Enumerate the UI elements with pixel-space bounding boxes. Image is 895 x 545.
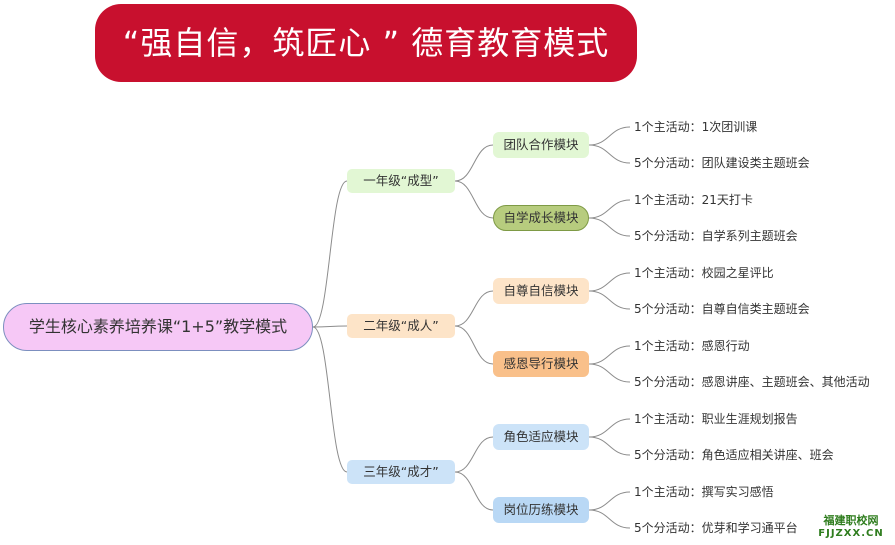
module-role-adaptation[interactable]: 角色适应模块: [493, 424, 589, 450]
leaf-main-activity[interactable]: 1个主活动：1次团训课: [634, 120, 758, 134]
leaf-sub-activities[interactable]: 5个分活动：感恩讲座、主题班会、其他活动: [634, 375, 870, 389]
module-to-leaf-link: [588, 272, 631, 292]
grade-to-module-link: [454, 180, 494, 219]
module-self-study-growth[interactable]: 自学成长模块: [493, 205, 589, 231]
leaf-main-activity[interactable]: 1个主活动：撰写实习感悟: [634, 485, 774, 499]
leaf-main-activity[interactable]: 1个主活动：职业生涯规划报告: [634, 412, 798, 426]
module-to-leaf-link: [588, 509, 631, 529]
leaf-sub-activities[interactable]: 5个分活动：自学系列主题班会: [634, 229, 798, 243]
leaf-main-activity[interactable]: 1个主活动：校园之星评比: [634, 266, 774, 280]
grade-to-module-link: [454, 436, 494, 473]
site-watermark: 福建职校网 FJJZXX.CN: [810, 514, 892, 540]
grade-to-module-link: [454, 325, 494, 365]
module-gratitude[interactable]: 感恩导行模块: [493, 351, 589, 377]
grade-to-module-link: [454, 290, 494, 327]
root-to-grade-link: [312, 326, 348, 473]
module-to-leaf-link: [588, 290, 631, 310]
module-to-leaf-link: [588, 144, 631, 164]
grade-1-topic[interactable]: 一年级“成型”: [347, 169, 455, 193]
leaf-main-activity[interactable]: 1个主活动：21天打卡: [634, 193, 753, 207]
module-to-leaf-link: [588, 345, 631, 365]
grade-2-topic[interactable]: 二年级“成人”: [347, 314, 455, 338]
module-to-leaf-link: [588, 363, 631, 383]
module-to-leaf-link: [588, 199, 631, 219]
module-to-leaf-link: [588, 491, 631, 511]
module-to-leaf-link: [588, 217, 631, 237]
grade-to-module-link: [454, 144, 494, 182]
root-to-grade-link: [312, 180, 348, 328]
grade-to-module-link: [454, 471, 494, 511]
module-to-leaf-link: [588, 126, 631, 146]
leaf-main-activity[interactable]: 1个主活动：感恩行动: [634, 339, 750, 353]
module-to-leaf-link: [588, 436, 631, 456]
watermark-line-1: 福建职校网: [823, 514, 879, 527]
module-team-cooperation[interactable]: 团队合作模块: [493, 132, 589, 158]
watermark-line-2: FJJZXX.CN: [818, 528, 884, 539]
leaf-sub-activities[interactable]: 5个分活动：团队建设类主题班会: [634, 156, 810, 170]
root-to-grade-link: [312, 325, 348, 328]
module-to-leaf-link: [588, 418, 631, 438]
leaf-sub-activities[interactable]: 5个分活动：角色适应相关讲座、班会: [634, 448, 834, 462]
grade-3-topic[interactable]: 三年级“成才”: [347, 460, 455, 484]
module-job-training[interactable]: 岗位历练模块: [493, 497, 589, 523]
module-self-esteem[interactable]: 自尊自信模块: [493, 278, 589, 304]
leaf-sub-activities[interactable]: 5个分活动：自尊自信类主题班会: [634, 302, 810, 316]
page-title-banner: “强自信，筑匠心 ” 德育教育模式: [95, 4, 637, 82]
root-topic[interactable]: 学生核心素养培养课“1+5”教学模式: [3, 303, 313, 351]
leaf-sub-activities[interactable]: 5个分活动：优芽和学习通平台: [634, 521, 798, 535]
